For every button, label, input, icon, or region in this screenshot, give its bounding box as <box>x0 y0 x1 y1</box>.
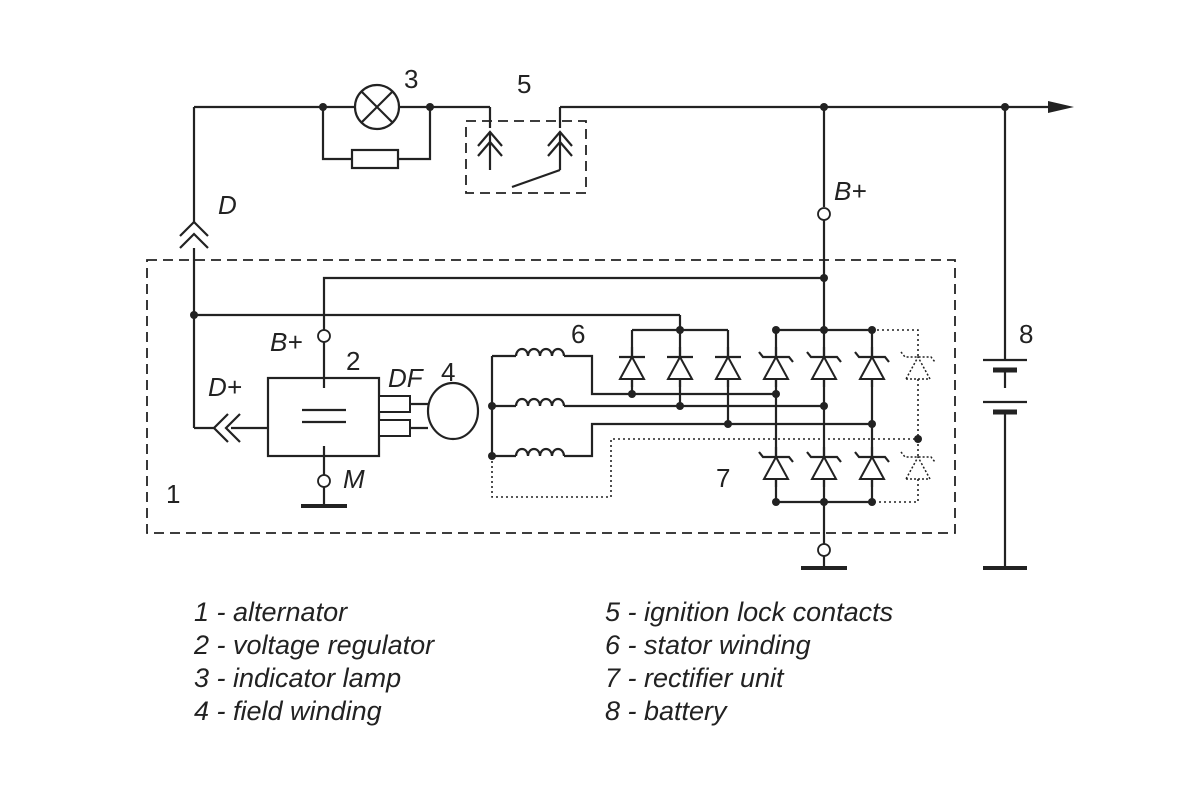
rectifier-ground-terminal <box>817 543 831 557</box>
ignition-contact-left <box>477 130 503 170</box>
rectifier-zener-diode <box>805 345 843 389</box>
resistor-symbol <box>350 148 400 170</box>
label-df: DF <box>388 363 425 393</box>
legend-right: 5 - ignition lock contacts 6 - stator wi… <box>605 596 893 728</box>
junction-node <box>190 311 198 319</box>
rectifier-zener-diode <box>853 345 891 389</box>
label-2: 2 <box>346 346 360 376</box>
legend-item: 2 - voltage regulator <box>194 630 435 660</box>
ignition-contact-right <box>547 130 573 170</box>
label-4: 4 <box>441 357 455 387</box>
optional-neutral-branch <box>491 329 919 503</box>
legend-item: 7 - rectifier unit <box>605 663 784 693</box>
regulator-b-plus-terminal <box>317 329 331 343</box>
junction-node <box>488 402 496 410</box>
label-b-plus-output: B+ <box>834 176 867 206</box>
legend-left: 1 - alternator 2 - voltage regulator 3 -… <box>194 596 434 728</box>
rectifier-diode <box>713 345 743 389</box>
voltage-regulator-symbol <box>266 376 411 458</box>
top-wiring <box>192 105 1050 222</box>
label-m: M <box>343 464 365 494</box>
junction-node <box>426 103 434 111</box>
field-winding-symbol <box>426 381 480 441</box>
rectifier-zener-diode <box>805 445 843 489</box>
rectifier-zener-diode <box>757 445 795 489</box>
rectifier-zener-diode <box>757 345 795 389</box>
label-1: 1 <box>166 479 180 509</box>
d-connector <box>179 220 209 249</box>
label-b-plus-regulator: B+ <box>270 327 303 357</box>
label-8: 8 <box>1019 319 1033 349</box>
label-d-plus: D+ <box>208 372 242 402</box>
rectifier-junction-nodes <box>628 326 876 506</box>
junction-node <box>820 103 828 111</box>
legend-item: 3 - indicator lamp <box>194 663 402 693</box>
b-plus-output-terminal <box>817 207 831 221</box>
label-7: 7 <box>716 463 730 493</box>
legend-item: 8 - battery <box>605 696 727 726</box>
legend-item: 6 - stator winding <box>605 630 811 660</box>
legend-item: 1 - alternator <box>194 597 348 627</box>
label-3: 3 <box>404 64 418 94</box>
battery-symbol <box>983 107 1027 568</box>
indicator-lamp-symbol <box>353 83 401 131</box>
output-arrow-icon <box>1048 101 1074 113</box>
legend-item: 4 - field winding <box>194 696 382 726</box>
rectifier-diode <box>617 345 647 389</box>
junction-node <box>319 103 327 111</box>
rectifier-diode <box>665 345 695 389</box>
optional-diode-dotted <box>900 351 936 380</box>
label-d: D <box>218 190 237 220</box>
d-plus-connector <box>212 413 241 443</box>
regulator-m-terminal <box>317 474 331 488</box>
legend-item: 5 - ignition lock contacts <box>605 597 894 627</box>
rectifier-zener-diode <box>853 445 891 489</box>
junction-node <box>820 274 828 282</box>
label-5: 5 <box>517 69 531 99</box>
optional-diode-dotted <box>900 451 936 480</box>
alternator-enclosure <box>146 259 956 534</box>
label-6: 6 <box>571 319 585 349</box>
ignition-switch-blade <box>511 168 561 189</box>
junction-node <box>914 435 922 443</box>
